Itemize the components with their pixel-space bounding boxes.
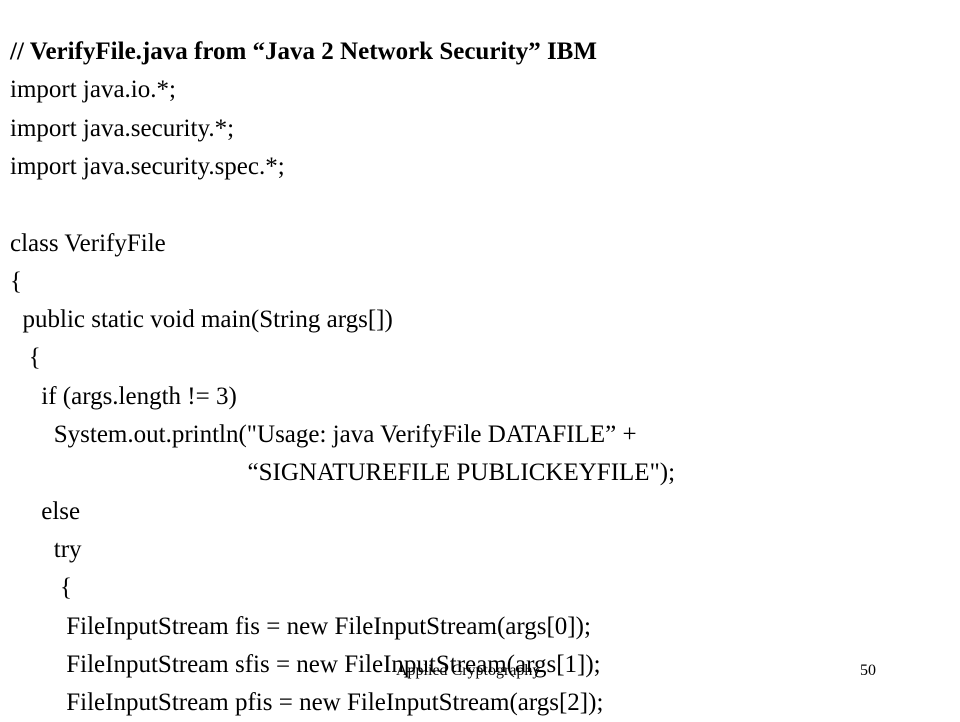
code-line: import java.security.spec.*; bbox=[10, 153, 285, 180]
code-line: import java.io.*; bbox=[10, 76, 176, 103]
code-line: FileInputStream fis = new FileInputStrea… bbox=[10, 613, 591, 640]
code-line: import java.security.*; bbox=[10, 115, 235, 142]
slide-title-line: // VerifyFile.java from “Java 2 Network … bbox=[10, 38, 597, 65]
code-line: try bbox=[10, 536, 82, 563]
code-line: { bbox=[10, 574, 72, 601]
code-line: { bbox=[10, 268, 22, 295]
code-line: FileInputStream sfis = new FileInputStre… bbox=[10, 651, 601, 678]
code-line: { bbox=[10, 344, 41, 371]
code-line: if (args.length != 3) bbox=[10, 383, 237, 410]
code-line: class VerifyFile bbox=[10, 230, 166, 257]
footer-title: Applied Cryptography bbox=[396, 662, 541, 679]
code-line: System.out.println("Usage: java VerifyFi… bbox=[10, 421, 637, 448]
page-number: 50 bbox=[860, 662, 876, 679]
code-line: else bbox=[10, 498, 81, 525]
code-line: FileInputStream pfis = new FileInputStre… bbox=[10, 689, 604, 716]
code-line: “SIGNATUREFILE PUBLICKEYFILE"); bbox=[10, 459, 676, 486]
code-line: public static void main(String args[]) bbox=[10, 306, 393, 333]
